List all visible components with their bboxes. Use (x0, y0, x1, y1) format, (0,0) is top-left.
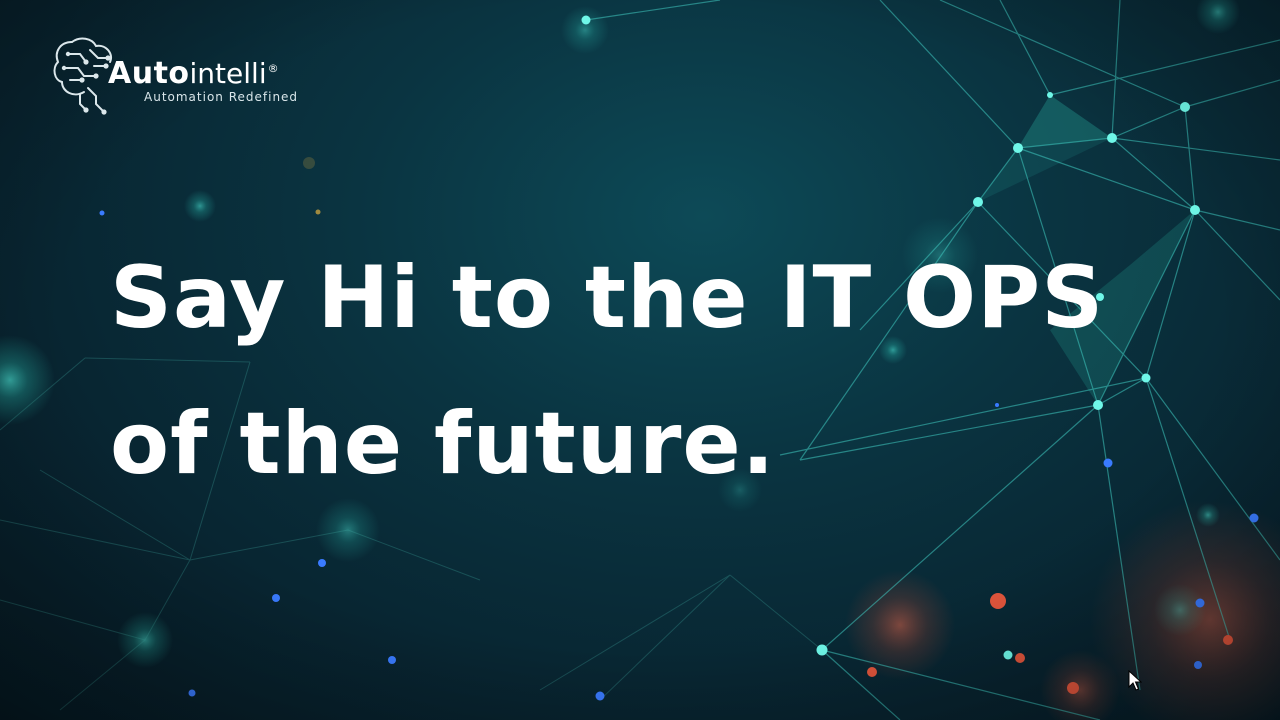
registered-mark: ® (267, 62, 279, 75)
brand-tagline: Automation Redefined (144, 90, 299, 104)
brand-name-light: intelli (189, 57, 267, 90)
headline-line-1: Say Hi to the IT OPS (110, 248, 1105, 348)
mouse-pointer-icon (1128, 670, 1142, 691)
headline-line-2: of the future. (110, 394, 776, 494)
brand-name-bold: Auto (108, 56, 190, 91)
brain-circuit-icon (53, 37, 112, 115)
brand-name: Autointelli® (108, 56, 279, 91)
brand-logo[interactable]: Autointelli® Automation Redefined (50, 32, 320, 120)
slide-headline: Say Hi to the IT OPS of the future. (110, 225, 1104, 517)
